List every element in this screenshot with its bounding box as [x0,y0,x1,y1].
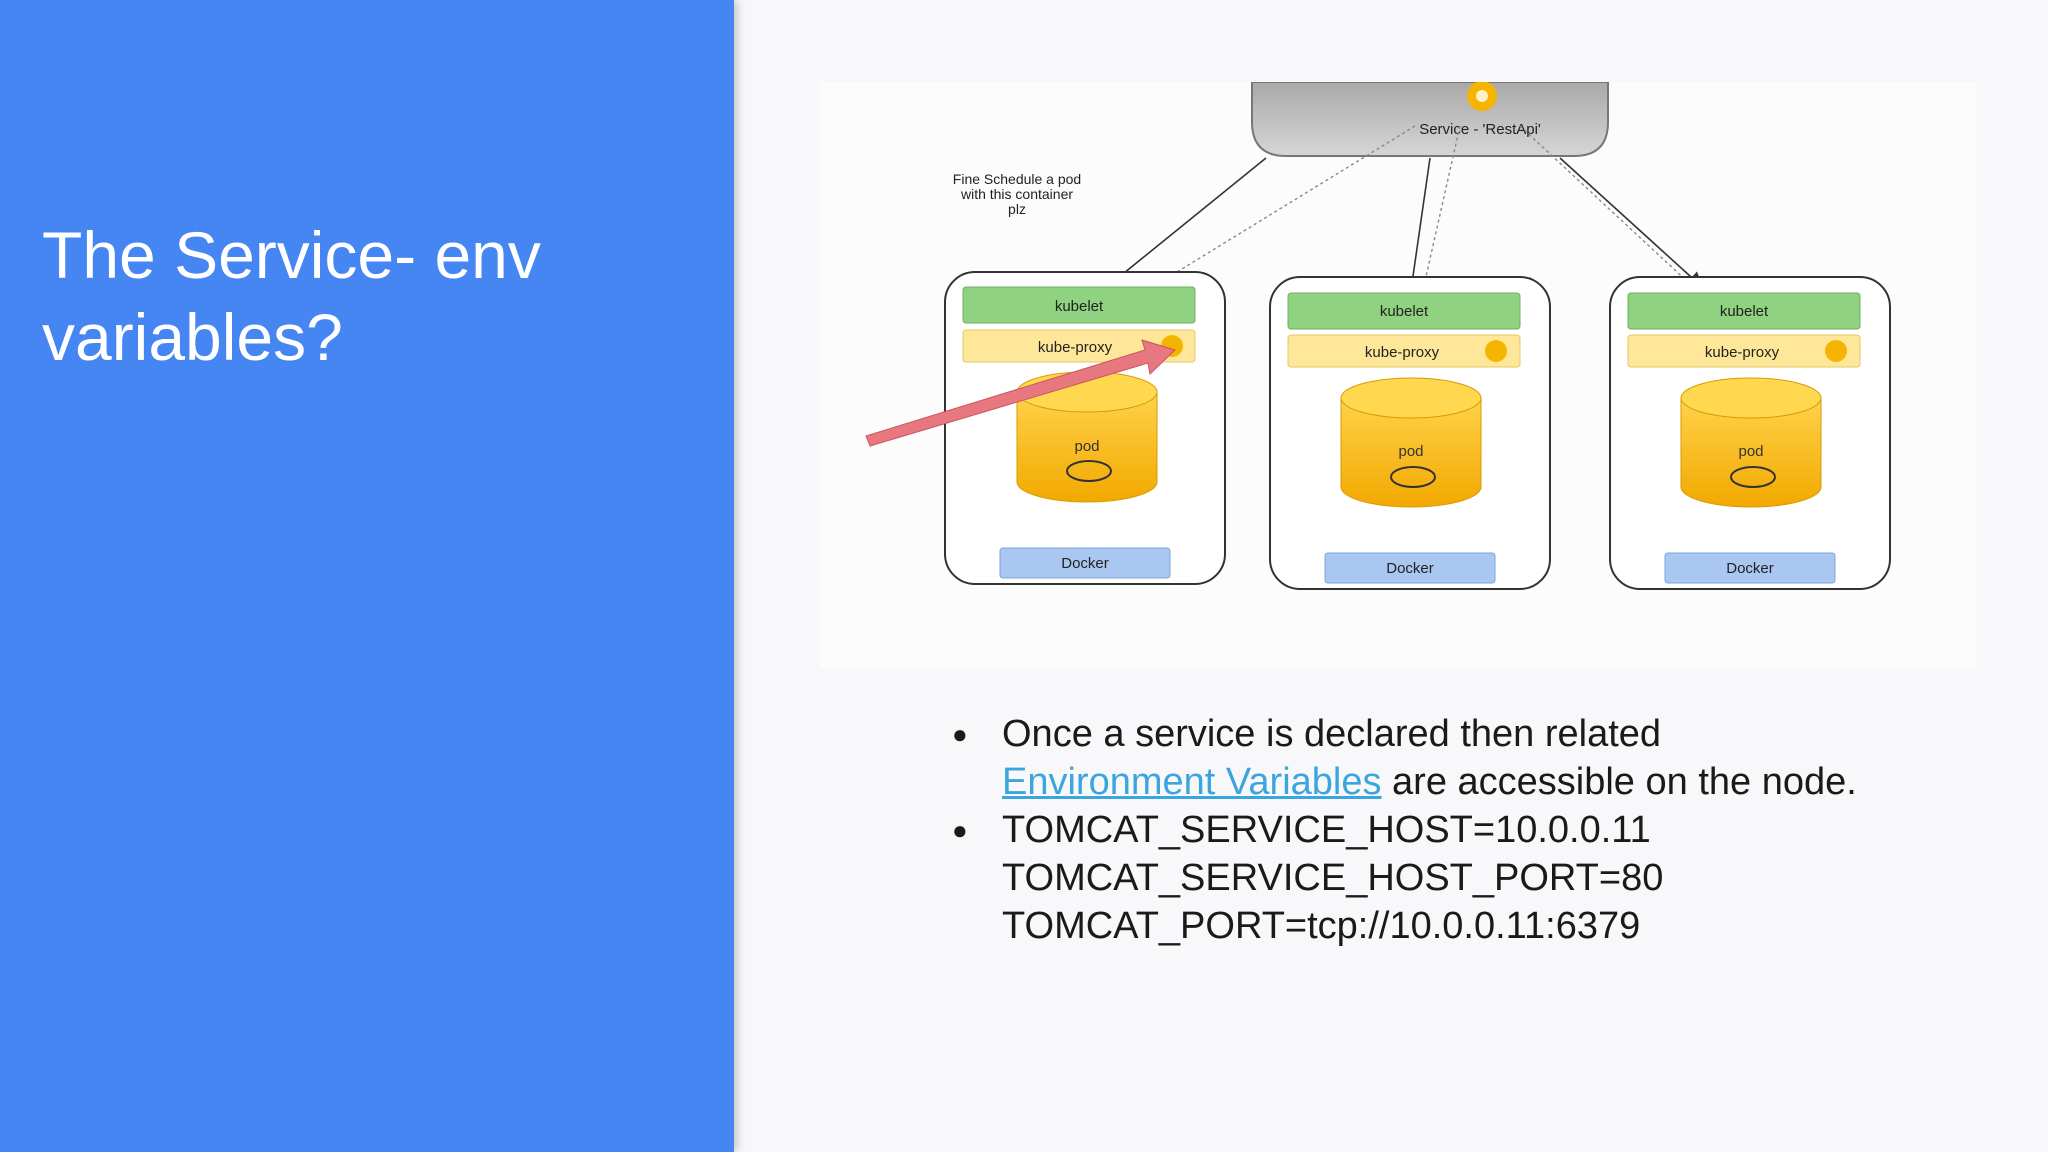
kube-proxy-label: kube-proxy [1365,344,1440,361]
kube-proxy-label: kube-proxy [1038,339,1113,356]
pod-label: pod [1398,443,1423,460]
docker-label: Docker [1726,560,1774,577]
bullet-text: are accessible on the node. [1381,761,1857,803]
pod-cylinder [1340,377,1482,508]
pod-cylinder [1680,377,1822,508]
kubernetes-diagram: Service - 'RestApi' Fine Schedule a pod … [820,82,1976,668]
kubelet-label: kubelet [1055,298,1104,315]
slide-title: The Service- env variables? [42,218,541,374]
docker-bar [1324,552,1496,584]
note-line: plz [1008,201,1026,217]
arrow-node-2 [1404,157,1431,294]
kubelet-bar [962,286,1196,324]
docker-label: Docker [1061,555,1109,572]
tomcat-icon [1390,466,1436,488]
arrow-node-1 [1105,157,1267,289]
kubelet-label: kubelet [1380,303,1429,320]
kube-proxy-bar [1627,334,1861,368]
highlight-arrow [865,339,1176,447]
service-label: Service - 'RestApi' [1419,121,1541,138]
node-3: kubelet kube-proxy pod Docker [1609,276,1891,590]
bullet-item: TOMCAT_SERVICE_HOST=10.0.0.11 TOMCAT_SER… [952,806,1982,950]
docker-bar [1664,552,1836,584]
pod-label: pod [1074,438,1099,455]
arrow-node-3 [1559,157,1704,289]
note-line: with this container [960,186,1073,202]
docker-label: Docker [1386,560,1434,577]
kube-proxy-bar [1287,334,1521,368]
title-panel: The Service- env variables? [0,0,734,1152]
bullet-item: Once a service is declared then related … [952,710,1982,806]
node-1: kubelet kube-proxy pod Docker [944,271,1226,585]
kube-proxy-label: kube-proxy [1705,344,1780,361]
node-2: kubelet kube-proxy pod Docker [1269,276,1551,590]
kubelet-bar [1287,292,1521,330]
bullet-text: Once a service is declared then related [1002,713,1662,755]
bullet-list: Once a service is declared then related … [952,710,1982,950]
kubelet-bar [1627,292,1861,330]
env-var-line: TOMCAT_SERVICE_HOST_PORT=80 [1002,857,1664,899]
gear-icon [1825,340,1847,362]
pod-label: pod [1738,443,1763,460]
tomcat-icon [1730,466,1776,488]
env-var-line: TOMCAT_SERVICE_HOST=10.0.0.11 [1002,809,1651,851]
service-box: Service - 'RestApi' [1251,82,1609,157]
schedule-note: Fine Schedule a pod with this container … [953,171,1081,217]
environment-variables-link[interactable]: Environment Variables [1002,761,1382,803]
docker-bar [999,547,1171,579]
schedule-arrows [1105,157,1704,294]
tomcat-icon [1066,460,1112,482]
note-line: Fine Schedule a pod [953,171,1081,187]
gear-icon [1485,340,1507,362]
kubelet-label: kubelet [1720,303,1769,320]
gear-icon [1467,82,1497,111]
env-var-line: TOMCAT_PORT=tcp://10.0.0.11:6379 [1002,905,1641,947]
